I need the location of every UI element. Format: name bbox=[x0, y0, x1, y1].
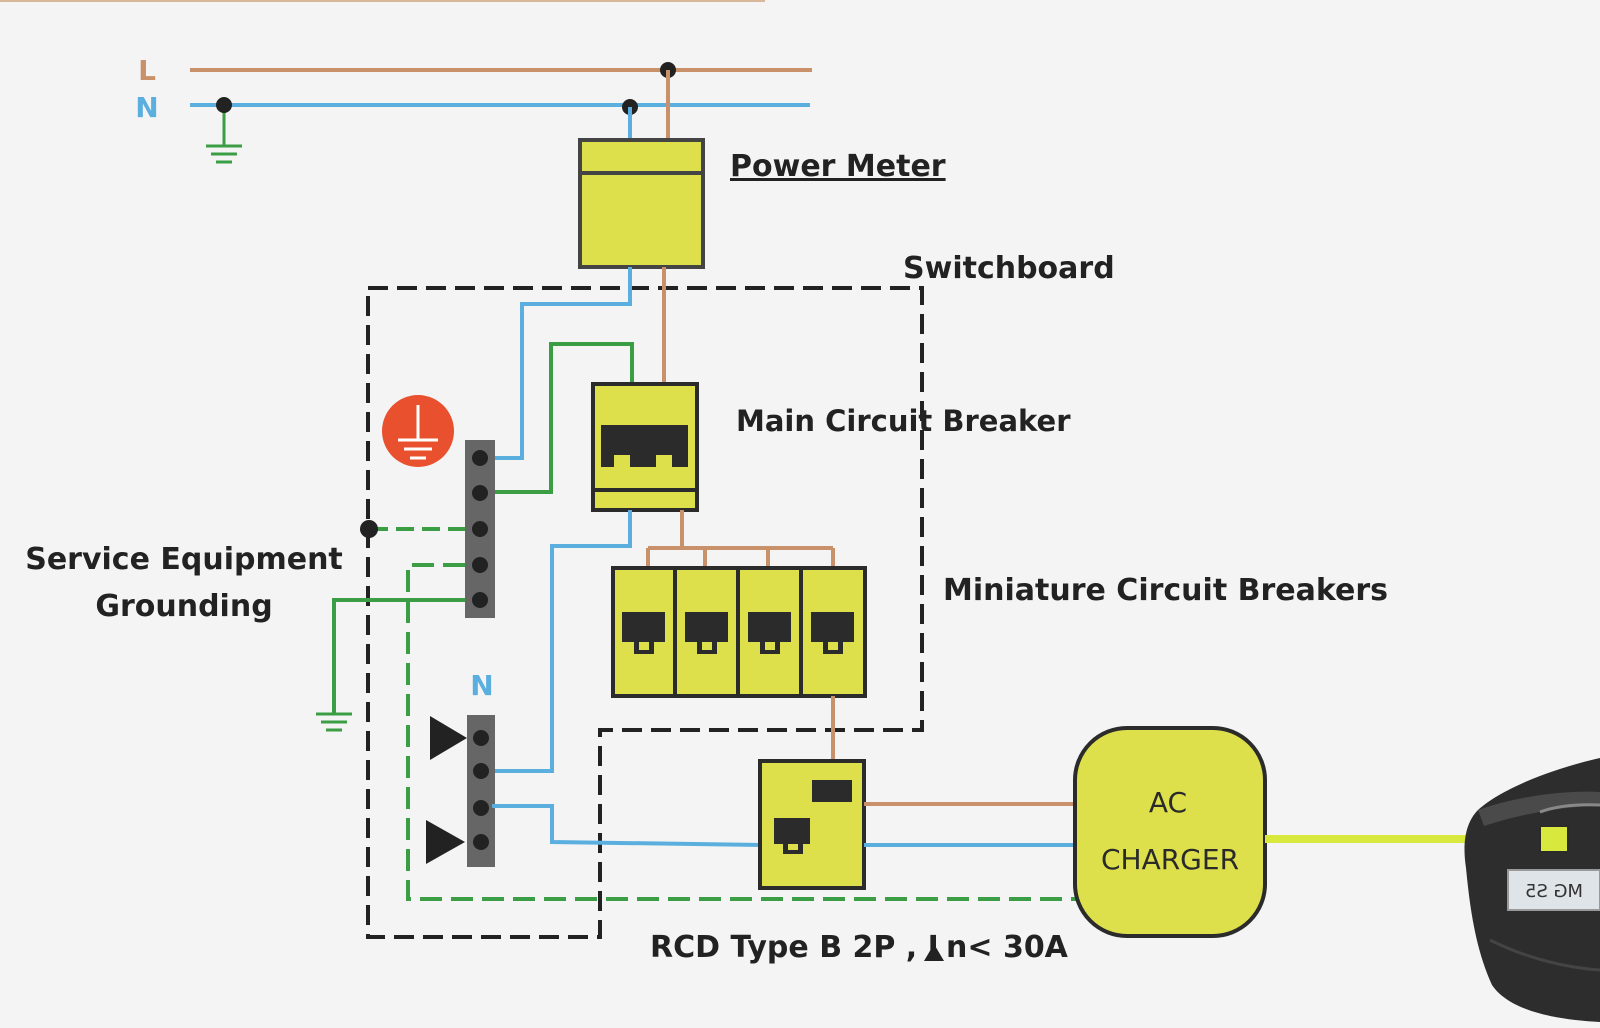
service-grounding-label-1: Service Equipment bbox=[25, 542, 343, 577]
charger-label-1: AC bbox=[1149, 786, 1187, 819]
earth-to-busbar-wire bbox=[492, 342, 634, 494]
triangle-marker-icon bbox=[430, 716, 467, 760]
neutral-to-nbar-wire bbox=[492, 510, 632, 773]
rcd-device bbox=[758, 759, 866, 890]
earth-busbar bbox=[465, 440, 495, 618]
enclosure-bond-dot bbox=[360, 520, 378, 538]
neutral-busbar bbox=[467, 715, 495, 867]
mcb-switch bbox=[685, 612, 728, 654]
rcd-label: RCD Type B 2P , I n< 30A bbox=[650, 930, 1069, 965]
protective-earth-icon bbox=[382, 395, 454, 467]
live-label: L bbox=[138, 54, 156, 87]
license-plate-text: MG S5 bbox=[1525, 881, 1583, 902]
service-grounding-wire bbox=[332, 598, 465, 714]
power-meter-label: Power Meter bbox=[730, 149, 946, 184]
neutral-to-rcd-wire bbox=[492, 804, 763, 847]
license-plate bbox=[1507, 869, 1600, 911]
supply-lines: L N bbox=[135, 54, 812, 164]
power-meter bbox=[578, 138, 705, 269]
earth-ground-icon bbox=[316, 712, 352, 732]
neutral-bar-label: N bbox=[470, 669, 493, 702]
charger-label-2: CHARGER bbox=[1101, 843, 1239, 876]
rcd-label-sub: n< 30A bbox=[946, 930, 1069, 965]
main-circuit-breaker bbox=[591, 382, 699, 512]
charger-earth-wire bbox=[406, 563, 1076, 901]
mcb-feed-bus bbox=[646, 510, 835, 568]
mcb-switch bbox=[748, 612, 791, 654]
charging-plug bbox=[1539, 825, 1569, 853]
neutral-to-busbar-wire bbox=[492, 267, 632, 460]
junction-dot bbox=[216, 97, 232, 113]
service-grounding-label-2: Grounding bbox=[95, 589, 272, 624]
switchboard-enclosure bbox=[366, 286, 924, 939]
main-breaker-label: Main Circuit Breaker bbox=[736, 404, 1071, 438]
miniature-circuit-breakers bbox=[611, 566, 867, 698]
ac-charger bbox=[1073, 726, 1267, 938]
delta-symbol-icon bbox=[924, 944, 944, 961]
electric-car-icon: MG S5 bbox=[1464, 758, 1600, 1022]
neutral-label: N bbox=[135, 91, 158, 124]
rcd-label-text: RCD Type B 2P , I bbox=[650, 930, 939, 965]
triangle-marker-icon bbox=[426, 820, 465, 864]
earth-ground-icon bbox=[206, 144, 242, 164]
switchboard-label: Switchboard bbox=[903, 251, 1115, 286]
mcbs-label: Miniature Circuit Breakers bbox=[943, 573, 1388, 608]
